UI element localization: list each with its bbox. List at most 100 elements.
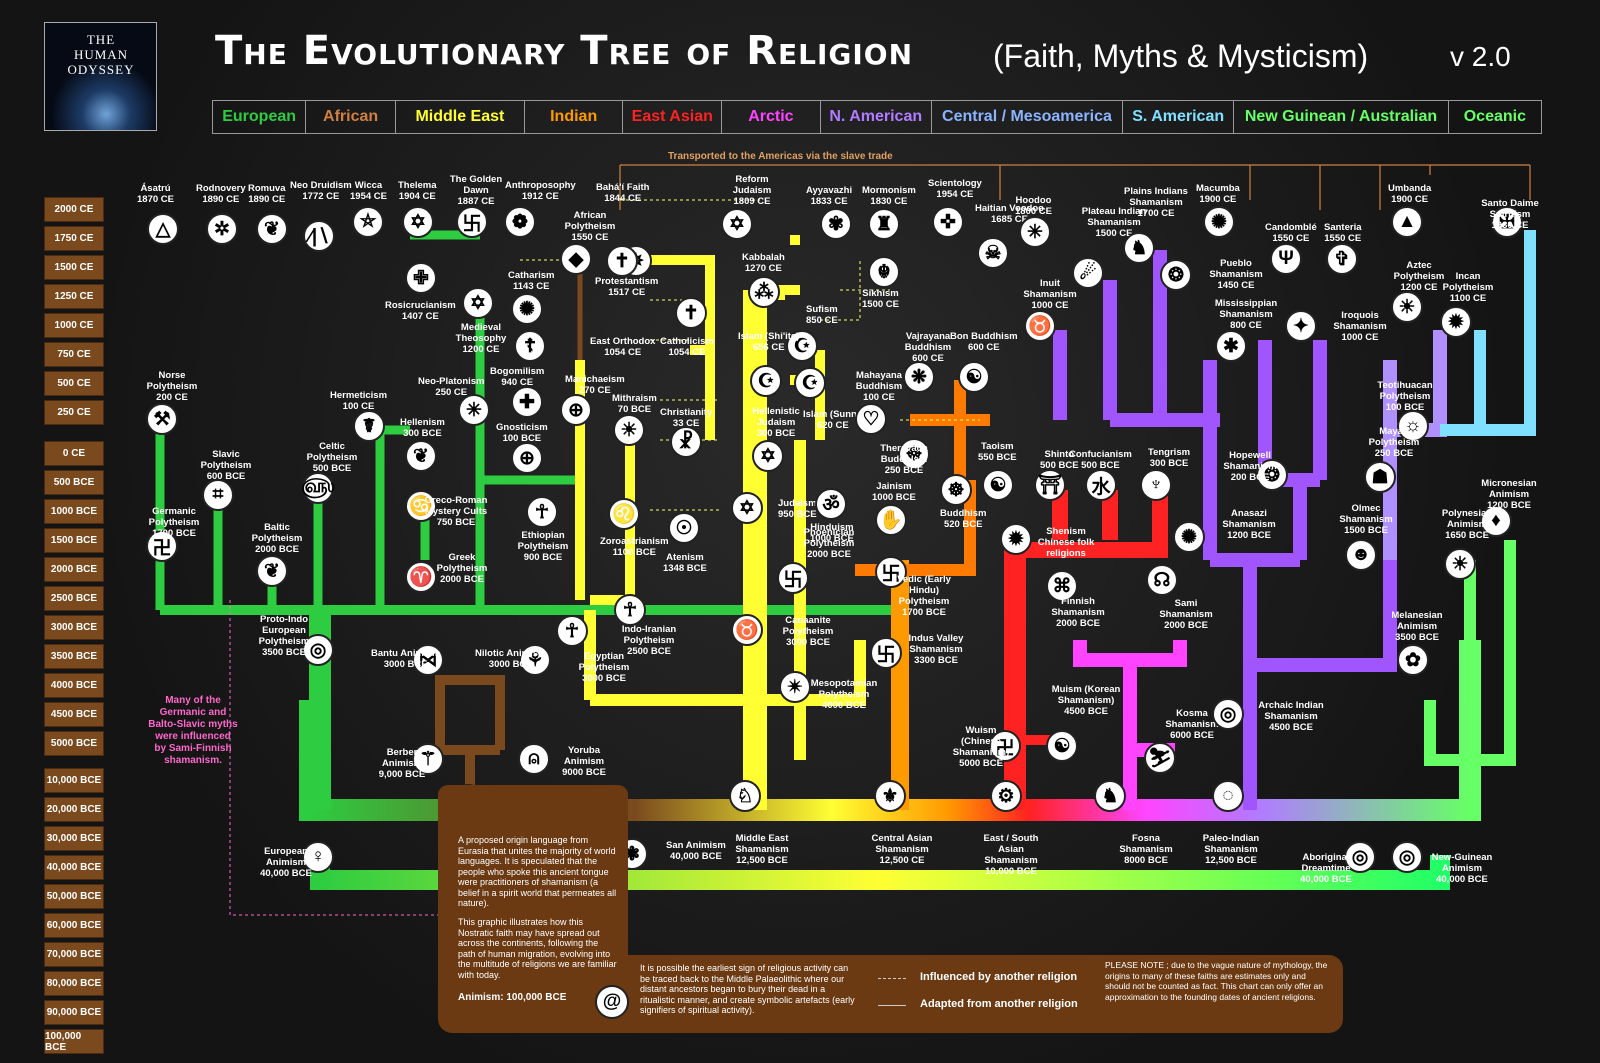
thelema-symbol-icon: ✡ <box>402 206 434 238</box>
indo-iranian-polytheism-symbol-icon: ☥ <box>614 594 646 626</box>
node-date: 33 CE <box>672 418 700 429</box>
timeline-mark: 1750 CE <box>44 226 104 251</box>
node-date: 9000 BCE <box>562 767 606 778</box>
node-date: 1904 CE <box>398 191 436 202</box>
baltic-polytheism-symbol-icon: ❦ <box>256 555 288 587</box>
legend-adapted-line <box>878 1005 906 1006</box>
node-name: Plains Indians Shamanism <box>1124 186 1188 208</box>
node-name: Neo Druidism <box>290 180 352 191</box>
node-name: Shinto <box>1044 449 1075 460</box>
judaism-symbol-icon: ✡ <box>731 492 763 524</box>
atenism-symbol-icon: ☉ <box>668 512 700 544</box>
jainism-symbol-icon: ✋ <box>875 504 907 536</box>
node-date: 950 BCE <box>778 509 817 520</box>
node-date: 940 CE <box>501 377 534 388</box>
buddhism-symbol-icon: ☸ <box>940 474 972 506</box>
node-name: Baltic Polytheism <box>251 522 303 544</box>
node-date: 300 BCE <box>403 428 442 439</box>
page-subtitle: (Faith, Myths & Mysticism) <box>993 38 1369 74</box>
timeline-mark: 5000 BCE <box>44 731 104 756</box>
node-date: 200 BCE <box>1230 472 1270 483</box>
node-name: Ayyavazhi <box>806 185 853 196</box>
node-name: Wicca <box>354 180 383 191</box>
east-south-asian-shamanism-symbol-icon: ⚙ <box>990 780 1022 812</box>
node-name: Santo Daime Spiritism <box>1481 198 1539 220</box>
node-date: 500 BCE <box>1081 460 1120 471</box>
node-name: Islam (Shi'ite) <box>738 331 800 342</box>
node-name: Umbanda <box>1388 183 1432 194</box>
zoroastrianism-symbol-icon: ♌ <box>608 498 640 530</box>
node-date: 5000 BCE <box>959 758 1003 769</box>
legend-adapted: Adapted from another religion <box>920 998 1078 1010</box>
hellenistic-judaism-symbol-icon: ✡ <box>752 440 784 472</box>
slavic-polytheism-symbol-icon: ⌗ <box>202 479 234 511</box>
node-date: 1000 BCE <box>872 492 916 503</box>
node-date: 800 CE <box>1230 320 1262 331</box>
central-asian-shamanism-symbol-icon: ⚜ <box>874 780 906 812</box>
legend-middle-east: Middle East <box>396 101 525 133</box>
islam-shi-ite-symbol-icon: ☪ <box>750 365 782 397</box>
anthroposophy-symbol-icon: ❁ <box>504 206 536 238</box>
timeline-mark: 1000 BCE <box>44 499 104 524</box>
aztec-polytheism-symbol-icon: ☀ <box>1391 291 1423 323</box>
node-name: Mesopotamian Polytheism <box>810 678 878 700</box>
paleo-indian-shamanism-symbol-icon: ◌ <box>1212 780 1244 812</box>
node-date: 1650 BCE <box>1445 530 1489 541</box>
legend-new-guinean-australian: New Guinean / Australian <box>1234 101 1449 133</box>
egyptian-polytheism-symbol-icon: ☥ <box>556 615 588 647</box>
node-name: Incan Polytheism <box>1442 271 1494 293</box>
node-date: 2000 BCE <box>440 574 484 585</box>
node-name: Gnosticism <box>496 422 548 433</box>
timeline-mark: 50,000 BCE <box>44 884 104 909</box>
timeline-mark: 500 CE <box>44 371 104 396</box>
node-name: Protestantism <box>595 276 659 287</box>
node-date: 10,000 BCE <box>985 866 1037 877</box>
node-name: Mayan Polytheism <box>1368 426 1420 448</box>
archaic-indian-shamanism-symbol-icon: ◎ <box>1212 698 1244 730</box>
logo: The Human Odyssey <box>44 22 157 131</box>
node-islam-sunni: Islam (Sunni)620 CE <box>803 409 863 431</box>
node-name: The Golden Dawn <box>449 174 503 196</box>
node-name: Aboriginal Dreamtime <box>1301 852 1351 874</box>
node-date: 500 BCE <box>1040 460 1079 471</box>
node-date: 4500 BCE <box>1064 706 1108 717</box>
protestantism-symbol-icon: ✝ <box>606 245 638 277</box>
pueblo-shamanism-symbol-icon: ❂ <box>1160 259 1192 291</box>
reform-judaism-symbol-icon: ✡ <box>721 208 753 240</box>
node-date: 9,000 BCE <box>378 769 426 780</box>
yoruba-animism-symbol-icon: ⍝ <box>518 743 550 775</box>
hinduism-symbol-icon: ॐ <box>815 488 847 520</box>
node-date: 1270 CE <box>744 263 782 274</box>
node-date: 1500 CE <box>862 299 899 310</box>
node-name: Central Asian Shamanism <box>871 833 933 855</box>
node-name: Egyptian Polytheism <box>578 651 630 673</box>
node-name: Nilotic Animism <box>475 648 547 659</box>
timeline-mark: 1250 CE <box>44 284 104 309</box>
node-name: Jainism <box>876 481 912 492</box>
